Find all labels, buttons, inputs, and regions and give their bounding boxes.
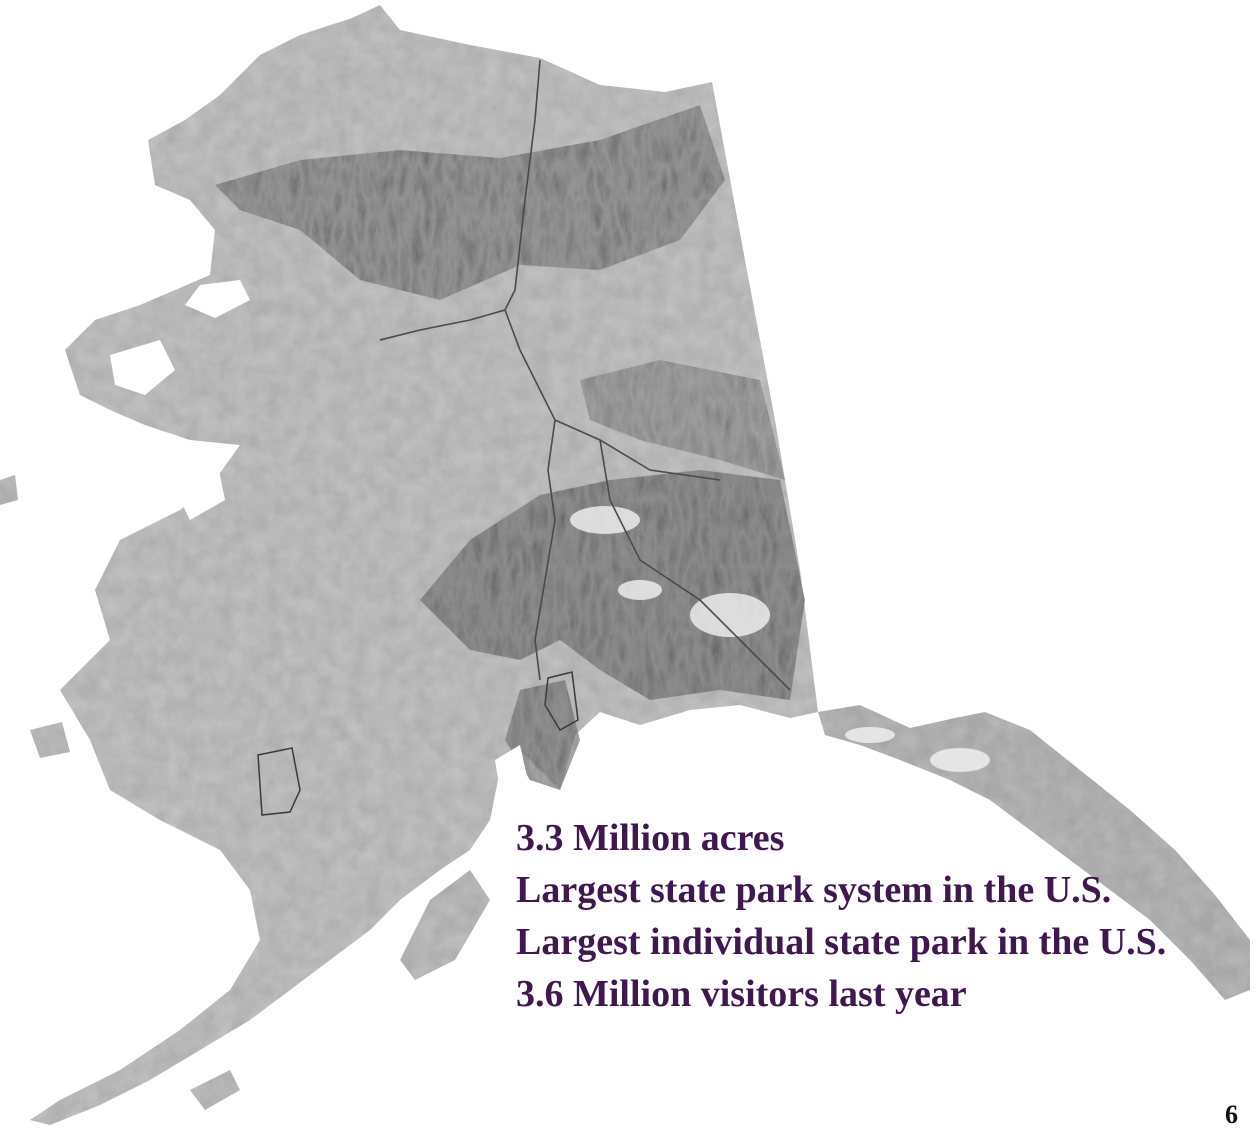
park-boundary-southwest (257, 747, 301, 816)
slide-number: 6 (1225, 1100, 1238, 1129)
islands (0, 475, 490, 1110)
alaska-range (420, 470, 805, 700)
brooks-range (215, 105, 725, 300)
yukon-tanana-uplands (580, 360, 785, 480)
fact-largest-system: Largest state park system in the U.S. (516, 869, 1112, 911)
highways (379, 59, 791, 691)
snowfields (570, 506, 990, 772)
water-bodies (110, 280, 530, 820)
facts-list: 3.3 Million acres Largest state park sys… (516, 812, 1216, 1020)
fact-largest-park: Largest individual state park in the U.S… (516, 921, 1167, 963)
fact-visitors: 3.6 Million visitors last year (516, 973, 967, 1015)
fact-acres: 3.3 Million acres (516, 817, 785, 859)
park-boundary-chugach (544, 671, 579, 732)
